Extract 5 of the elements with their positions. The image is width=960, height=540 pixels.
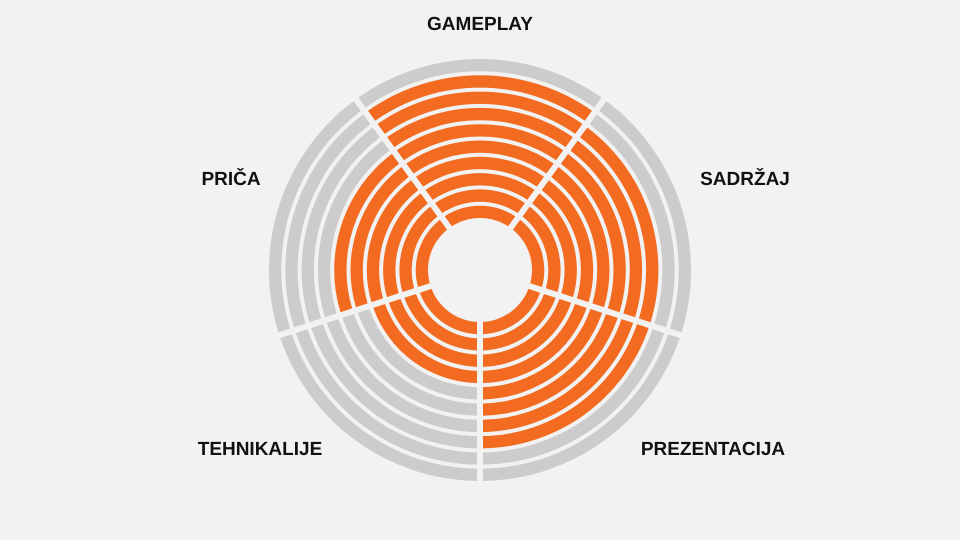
category-label: PREZENTACIJA (640, 439, 786, 461)
category-label: SADRŽAJ (700, 169, 790, 191)
category-label: GAMEPLAY (427, 14, 533, 36)
category-label: TEHNIKALIJE (198, 439, 322, 461)
category-label: PRIČA (201, 169, 261, 191)
